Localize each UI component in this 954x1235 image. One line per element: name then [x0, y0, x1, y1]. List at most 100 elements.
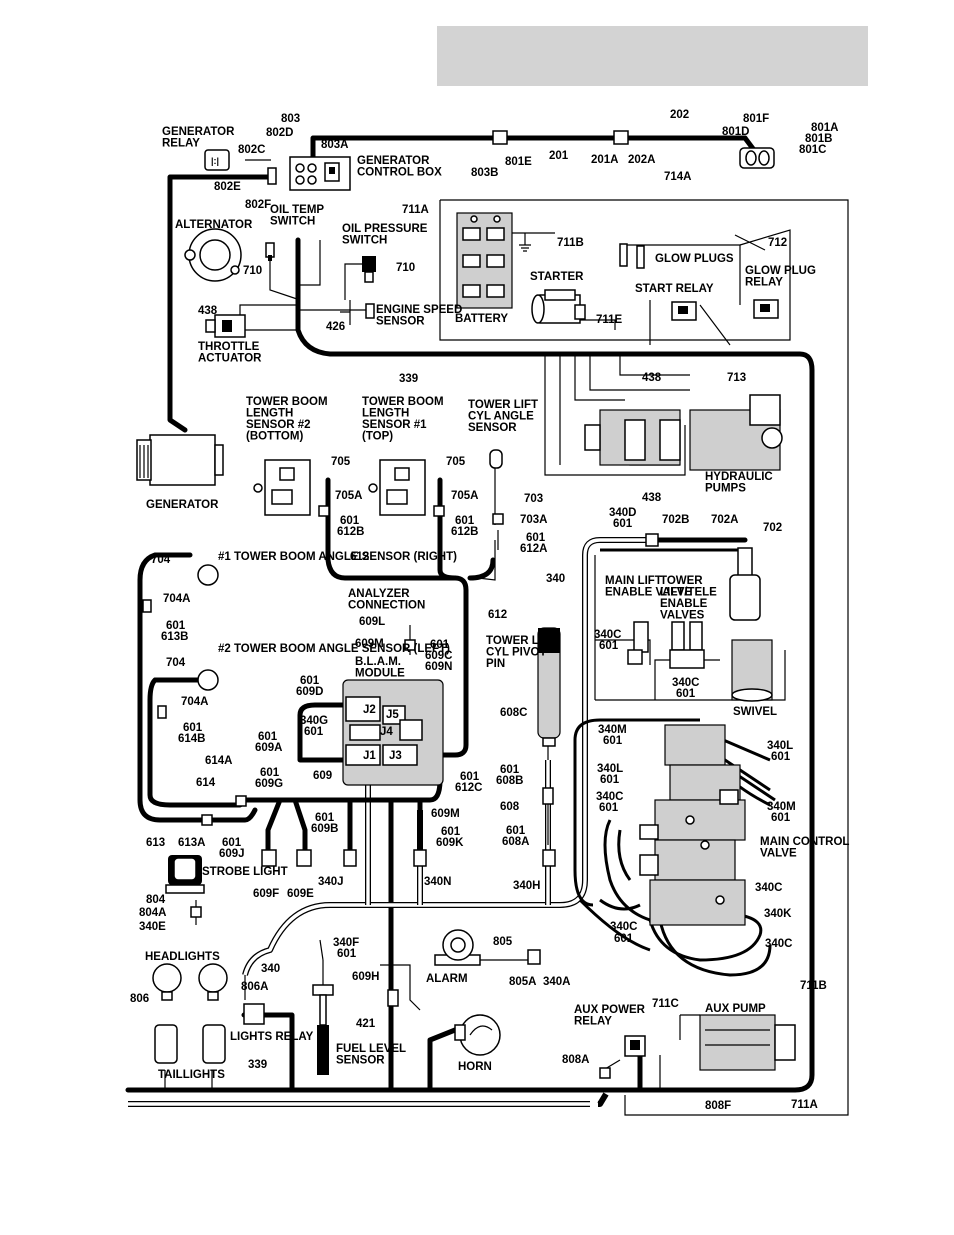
wire-801A: 801A [811, 122, 839, 134]
generator-control-box-icon [289, 156, 351, 191]
label-j3: J3 [389, 750, 402, 762]
wire-340K: 340K [764, 908, 792, 920]
connector-609b [343, 849, 357, 867]
wire-711B-top: 711B [557, 237, 584, 249]
wire-438-a: 438 [198, 305, 218, 317]
wire-339-a: 339 [399, 373, 418, 385]
wire-340C-e: 340C [765, 938, 793, 950]
lights-relay-icon [243, 1003, 265, 1025]
wire-704-a: 704 [151, 554, 171, 566]
hollow-harness [128, 537, 650, 1107]
aux-power-relay-icon [599, 1035, 646, 1079]
wire-608: 608 [500, 801, 520, 813]
wire-711E: 711E [596, 314, 623, 326]
wire-340E: 340E [139, 921, 166, 933]
wire-340C-d: 340C [755, 882, 783, 894]
wire-426: 426 [326, 321, 345, 333]
tower-lift-tele-enable-valves-icon [669, 621, 705, 669]
wire-608A: 608A [502, 836, 530, 848]
start-relay-icon [671, 301, 697, 321]
wire-340H: 340H [513, 880, 541, 892]
wire-711A-bot: 711A [791, 1099, 818, 1111]
wire-340G: 340G [300, 715, 328, 727]
tower-boom-length-sensor-2-icon [253, 459, 311, 516]
wire-601-612B-a: 601 [340, 515, 360, 527]
connector-705a-2 [433, 505, 445, 517]
label-lights-relay: LIGHTS RELAY [230, 1031, 314, 1043]
wire-601-609C: 601 [430, 639, 450, 651]
wire-340-a: 340 [546, 573, 565, 585]
wire-340C-c: 340C [596, 791, 624, 803]
label-j5: J5 [386, 709, 399, 721]
wire-601-609A: 601 [258, 731, 278, 743]
label-battery: BATTERY [455, 313, 508, 325]
wire-801B: 801B [805, 133, 833, 145]
connector-609e [296, 849, 312, 867]
generator-icon [136, 434, 224, 486]
wire-802D: 802D [266, 127, 294, 139]
wire-608C: 608C [500, 707, 528, 719]
connector-609f [261, 849, 277, 867]
wire-340A: 340A [543, 976, 571, 988]
label-alternator: ALTERNATOR [175, 219, 253, 231]
wire-601-613B: 601 [166, 620, 186, 632]
wire-705A-a: 705A [335, 490, 363, 502]
tower-boom-angle-sensor-left-icon [157, 669, 219, 719]
wire-601-340F: 601 [337, 948, 357, 960]
tower-lift-cyl-pivot-pin-icon [537, 627, 561, 747]
wire-608B: 608B [496, 775, 524, 787]
wire-340F: 340F [333, 937, 359, 949]
wire-438-b: 438 [642, 372, 662, 384]
wire-801D: 801D [722, 126, 750, 138]
label-tba-sensor-left: #2 TOWER BOOM ANGLE SENSOR (LEFT) [218, 643, 450, 655]
wire-801F: 801F [743, 113, 769, 125]
wire-705-a: 705 [331, 456, 351, 468]
engine-speed-sensor-icon [365, 303, 375, 319]
main-lift-enable-valve-icon [627, 621, 649, 665]
wire-711A-top: 711A [402, 204, 429, 216]
oil-pressure-switch-icon [362, 256, 376, 283]
label-headlights: HEADLIGHTS [145, 951, 220, 963]
starter-icon [531, 289, 586, 324]
wire-340-b: 340 [261, 963, 280, 975]
wire-601-340M-b: 601 [771, 812, 791, 824]
wire-702A: 702A [711, 514, 739, 526]
label-j4: J4 [380, 726, 393, 738]
wire-601-612B-b: 601 [455, 515, 475, 527]
wire-601-609J: 601 [222, 837, 242, 849]
wire-609A: 609A [255, 742, 283, 754]
alternator-icon [184, 228, 242, 282]
wire-601-340L-b: 601 [600, 774, 620, 786]
wire-601-612A: 601 [526, 532, 546, 544]
strobe-light-icon [165, 855, 205, 918]
wire-804A: 804A [139, 907, 167, 919]
glow-plug-relay-icon [753, 299, 779, 319]
wire-201A: 201A [591, 154, 619, 166]
wire-703A: 703A [520, 514, 548, 526]
wire-808F: 808F [705, 1100, 731, 1112]
wire-711B-bot: 711B [800, 980, 827, 992]
wire-803A: 803A [321, 139, 349, 151]
hydraulic-pumps-icon [584, 394, 783, 471]
wire-609F: 609F [253, 888, 279, 900]
label-tba-sensor-right: #1 TOWER BOOM ANGLE SENSOR (RIGHT) [218, 551, 457, 563]
wire-340M-a: 340M [598, 724, 627, 736]
label-start-relay: START RELAY [635, 283, 714, 295]
wire-705-b: 705 [446, 456, 466, 468]
wire-710-a: 710 [243, 265, 262, 277]
wire-601-609G: 601 [260, 767, 280, 779]
wire-805A: 805A [509, 976, 537, 988]
label-glow-plugs: GLOW PLUGS [655, 253, 734, 265]
wire-601-609B: 601 [315, 812, 335, 824]
connector-609k [413, 849, 427, 867]
wire-614A: 614A [205, 755, 233, 767]
wire-601-340C-b: 601 [676, 688, 696, 700]
main-harness [125, 135, 815, 1093]
wire-601-340C-c: 601 [599, 802, 619, 814]
wire-601-614B: 601 [183, 722, 203, 734]
